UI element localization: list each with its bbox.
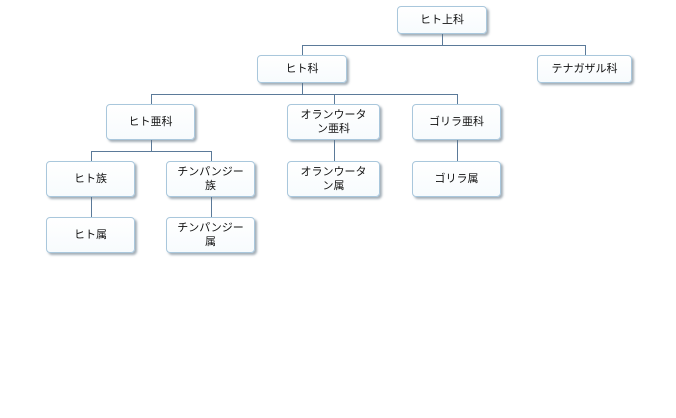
- node-gorillinae: ゴリラ亜科: [412, 104, 501, 140]
- node-pongo: オランウータ ン属: [287, 161, 380, 197]
- node-hominini: ヒト族: [46, 161, 135, 197]
- node-pan: チンパンジー 属: [166, 217, 255, 253]
- connector-hominidae-gorillinae: [302, 83, 458, 104]
- node-homo: ヒト属: [46, 217, 135, 253]
- node-hylobatidae: テナガザル科: [537, 55, 632, 83]
- node-panini: チンパンジー 族: [166, 161, 255, 197]
- connector-hominoidea-hominidae: [302, 34, 443, 55]
- node-hominidae: ヒト科: [257, 55, 347, 83]
- node-ponginae: オランウータ ン亜科: [287, 104, 380, 140]
- node-gorilla: ゴリラ属: [412, 161, 501, 197]
- node-homininae: ヒト亜科: [106, 104, 195, 140]
- connector-homininae-hominini: [91, 140, 152, 161]
- connector-hominoidea-hylobatidae: [442, 34, 586, 55]
- connector-homininae-panini: [151, 140, 212, 161]
- node-hominoidea: ヒト上科: [397, 6, 487, 34]
- connector-hominidae-homininae: [151, 83, 303, 104]
- connector-hominidae-ponginae: [302, 83, 335, 104]
